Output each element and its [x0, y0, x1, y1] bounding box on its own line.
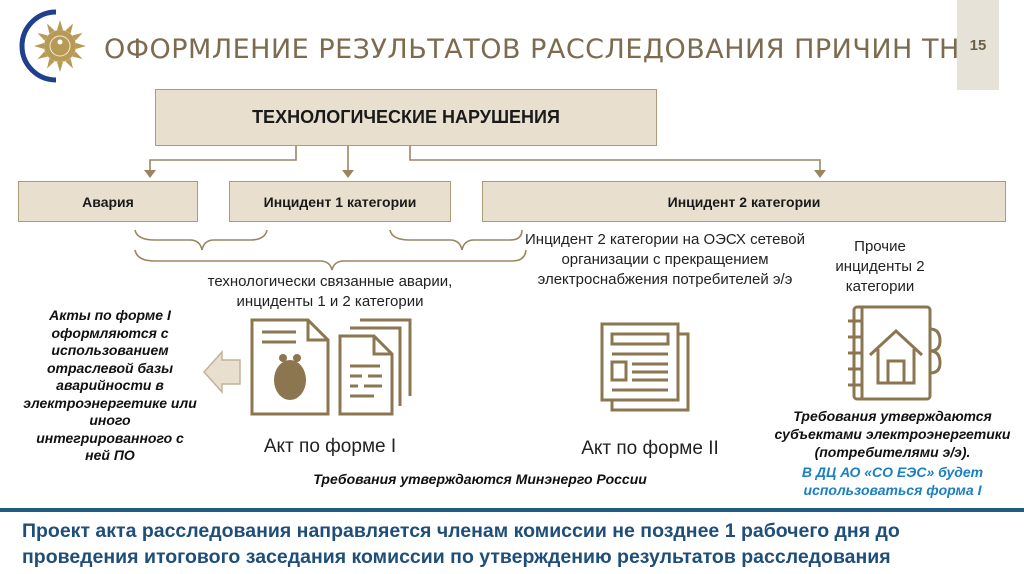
group-other-text: Прочие инциденты 2 категории	[835, 238, 925, 295]
category-label: Авария	[82, 193, 134, 210]
note-subjects: Требования утверждаются субъектами элект…	[774, 408, 1011, 460]
page-title: ОФОРМЛЕНИЕ РЕЗУЛЬТАТОВ РАССЛЕДОВАНИЯ ПРИ…	[104, 34, 960, 65]
sun-emblem-icon	[19, 9, 86, 83]
note-so-ees: В ДЦ АО «СО ЕЭС» будет использоваться фо…	[801, 464, 984, 498]
page-number: 15	[957, 0, 999, 90]
root-box: ТЕХНОЛОГИЧЕСКИЕ НАРУШЕНИЯ	[155, 89, 657, 146]
group-related-text: технологически связанные аварии, инциден…	[207, 273, 453, 310]
category-box-incident-2: Инцидент 2 категории	[482, 181, 1006, 222]
newspaper-icon	[600, 322, 690, 412]
address-book-house-icon	[848, 305, 942, 401]
category-label: Инцидент 1 категории	[263, 193, 417, 210]
footer-text: Проект акта расследования направляется ч…	[22, 520, 900, 568]
footer-divider	[0, 508, 1024, 512]
act-form-1-label: Акт по форме I	[263, 436, 397, 457]
note-minenergo: Требования утверждаются Минэнерго России	[313, 471, 647, 487]
root-label: ТЕХНОЛОГИЧЕСКИЕ НАРУШЕНИЯ	[252, 107, 560, 127]
document-with-emblem-icon	[250, 318, 412, 416]
note-left: Акты по форме I оформляются с использова…	[23, 307, 197, 463]
category-box-incident-1: Инцидент 1 категории	[229, 181, 451, 222]
act-form-2-label: Акт по форме II	[581, 438, 719, 459]
group-oesh-text: Инцидент 2 категории на ОЭСХ сетевой орг…	[525, 231, 805, 288]
category-label: Инцидент 2 категории	[667, 193, 821, 210]
category-box-accident: Авария	[18, 181, 198, 222]
